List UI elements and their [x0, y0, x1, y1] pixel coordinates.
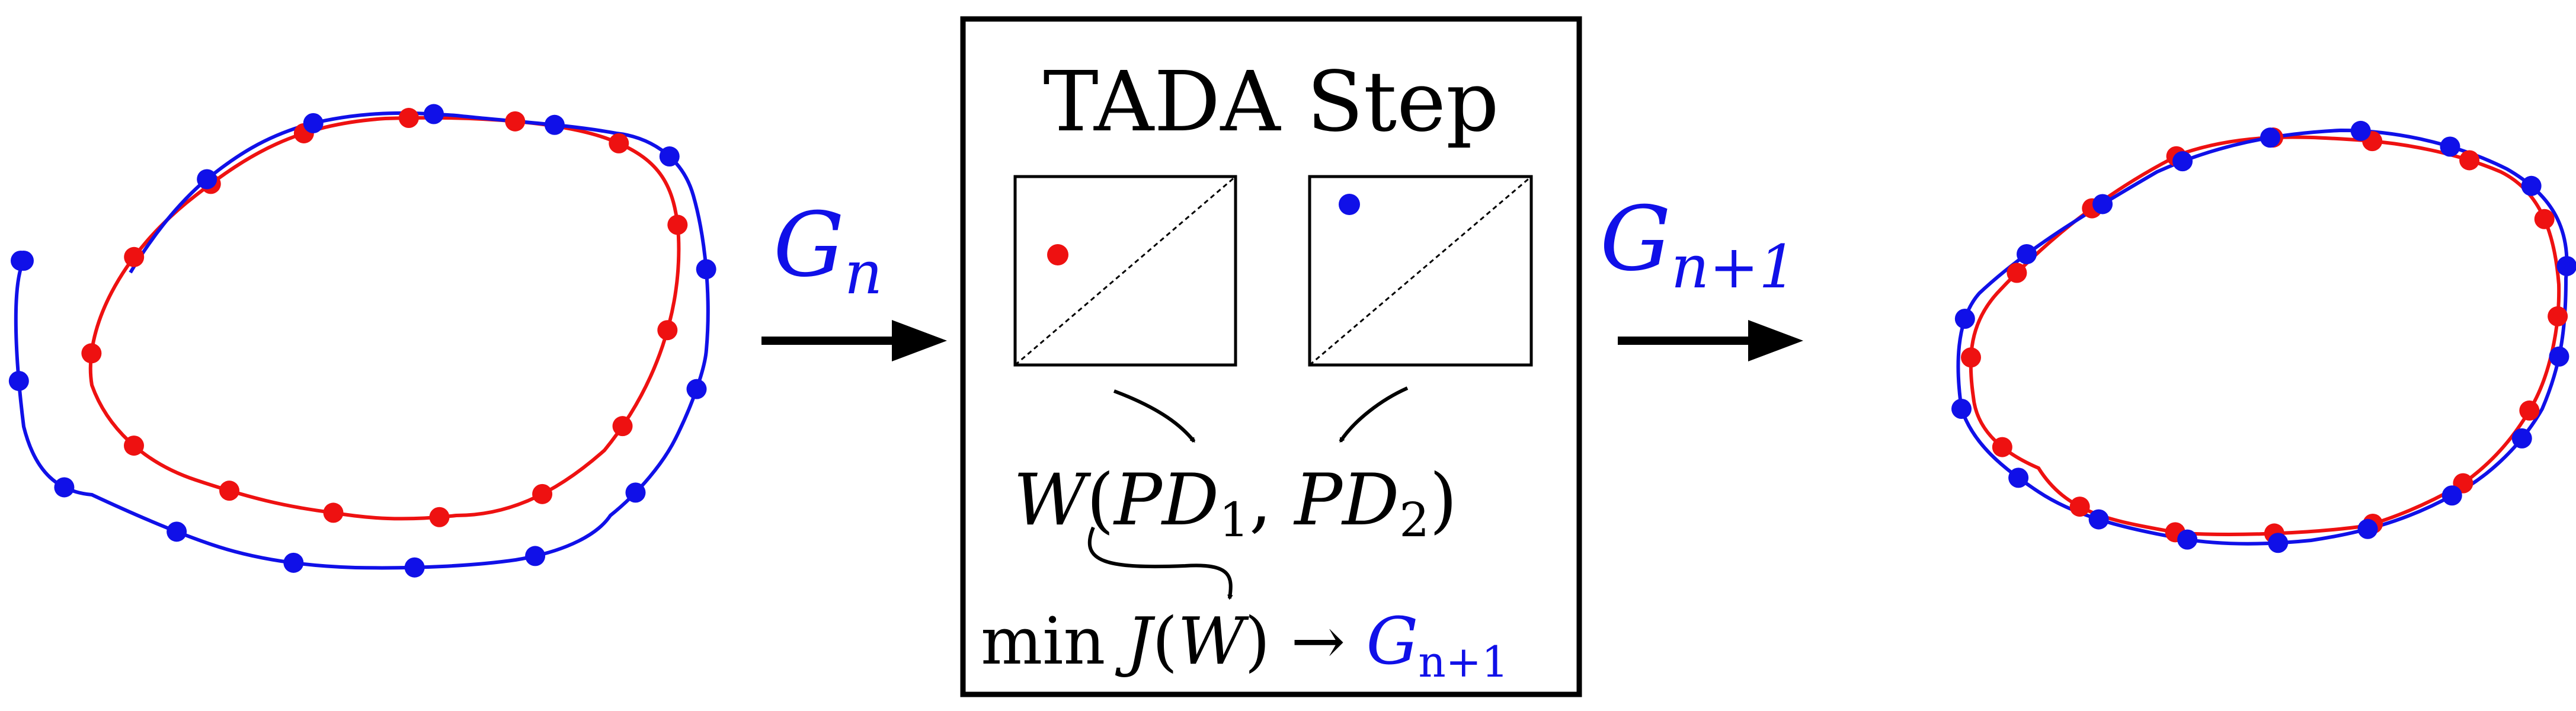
red-curve-right [1969, 135, 2561, 536]
blue-curve-left [14, 111, 710, 570]
blue-sample-point [2357, 518, 2378, 539]
red-sample-point [532, 483, 553, 504]
red-sample-point [2534, 209, 2555, 229]
persistence-diagram-2 [1308, 175, 1533, 367]
red-sample-point [398, 108, 419, 129]
arrow-gn-head [892, 320, 947, 361]
red-sample-point [2548, 306, 2568, 326]
pd1-diagonal [1015, 175, 1236, 366]
blue-sample-point [544, 114, 565, 135]
curved-arrow-pd2 [1339, 386, 1409, 443]
output-shape [1951, 120, 2576, 553]
arrow-gn1-head [1748, 320, 1803, 361]
blue-sample-point [2440, 136, 2460, 157]
blue-sample-point [2092, 194, 2113, 214]
arrow-gn: Gn [761, 194, 947, 361]
pd1-frame [1013, 175, 1237, 367]
blue-sample-point [2511, 428, 2532, 449]
blue-sample-point [625, 482, 646, 503]
red-sample-point [81, 343, 102, 364]
formula-minimize: min J(W) → Gn+1 [981, 603, 1509, 687]
blue-sample-point [404, 557, 425, 578]
red-sample-point [667, 214, 688, 235]
red-sample-point [1992, 437, 2012, 457]
blue-sample-point [2177, 529, 2198, 550]
blue-sample-point [2088, 509, 2109, 530]
red-sample-point [2069, 497, 2090, 517]
red-sample-point [124, 435, 145, 456]
red-points-left [81, 108, 688, 527]
blue-sample-point [424, 104, 444, 124]
red-sample-point [219, 481, 240, 501]
red-sample-point [323, 502, 344, 523]
blue-sample-point [197, 169, 217, 190]
red-sample-point [2519, 400, 2540, 421]
box-border [960, 16, 1582, 697]
blue-sample-point [167, 521, 187, 542]
red-sample-point [124, 246, 145, 267]
red-sample-point [2007, 262, 2027, 283]
persistence-diagram-1 [1013, 175, 1237, 367]
blue-sample-point [659, 146, 680, 167]
blue-sample-point [8, 370, 29, 391]
label-gn: Gn [773, 194, 882, 308]
box-title: TADA Step [1043, 54, 1499, 150]
red-sample-point [1960, 347, 1981, 368]
blue-sample-point [2521, 175, 2542, 196]
red-sample-point [609, 133, 629, 153]
blue-sample-point [2549, 346, 2569, 367]
pd2-frame [1308, 175, 1533, 367]
blue-sample-point [2350, 120, 2371, 141]
formula-wasserstein: W(PD1, PD2) [1013, 459, 1457, 547]
curved-arrow-w-to-j [1087, 526, 1233, 600]
red-sample-point [657, 320, 678, 341]
red-curve-left [88, 116, 681, 521]
arrow-gn1: Gn+1 [1600, 188, 1803, 361]
blue-sample-point [11, 251, 31, 271]
red-sample-point [429, 507, 450, 527]
label-gn1: Gn+1 [1600, 188, 1797, 302]
blue-sample-point [2441, 485, 2462, 506]
blue-sample-point [2017, 244, 2037, 264]
red-sample-point [505, 111, 526, 132]
blue-sample-point [54, 477, 75, 498]
blue-sample-point [2556, 256, 2576, 277]
red-sample-point [2459, 150, 2480, 171]
blue-points-right [1951, 120, 2576, 553]
blue-points-left [8, 104, 716, 578]
tada-step-box: TADA Step W(PD1, PD2) min J(W) → Gn+1 [960, 16, 1582, 697]
blue-sample-point [1954, 308, 1975, 329]
blue-sample-point [1951, 399, 1972, 419]
pd2-diagonal [1309, 175, 1532, 366]
blue-sample-point [2268, 533, 2289, 553]
pd2-point [1339, 194, 1360, 215]
blue-sample-point [696, 259, 716, 280]
curved-arrow-pd1 [1113, 389, 1196, 443]
blue-sample-point [2172, 151, 2193, 172]
blue-sample-point [686, 379, 707, 399]
blue-sample-point [525, 546, 546, 566]
blue-sample-point [2008, 467, 2029, 488]
red-sample-point [612, 416, 633, 437]
pd1-point [1047, 244, 1068, 265]
blue-sample-point [283, 552, 304, 573]
blue-sample-point [2260, 127, 2280, 148]
blue-sample-point [303, 113, 324, 133]
input-shape [8, 104, 716, 578]
